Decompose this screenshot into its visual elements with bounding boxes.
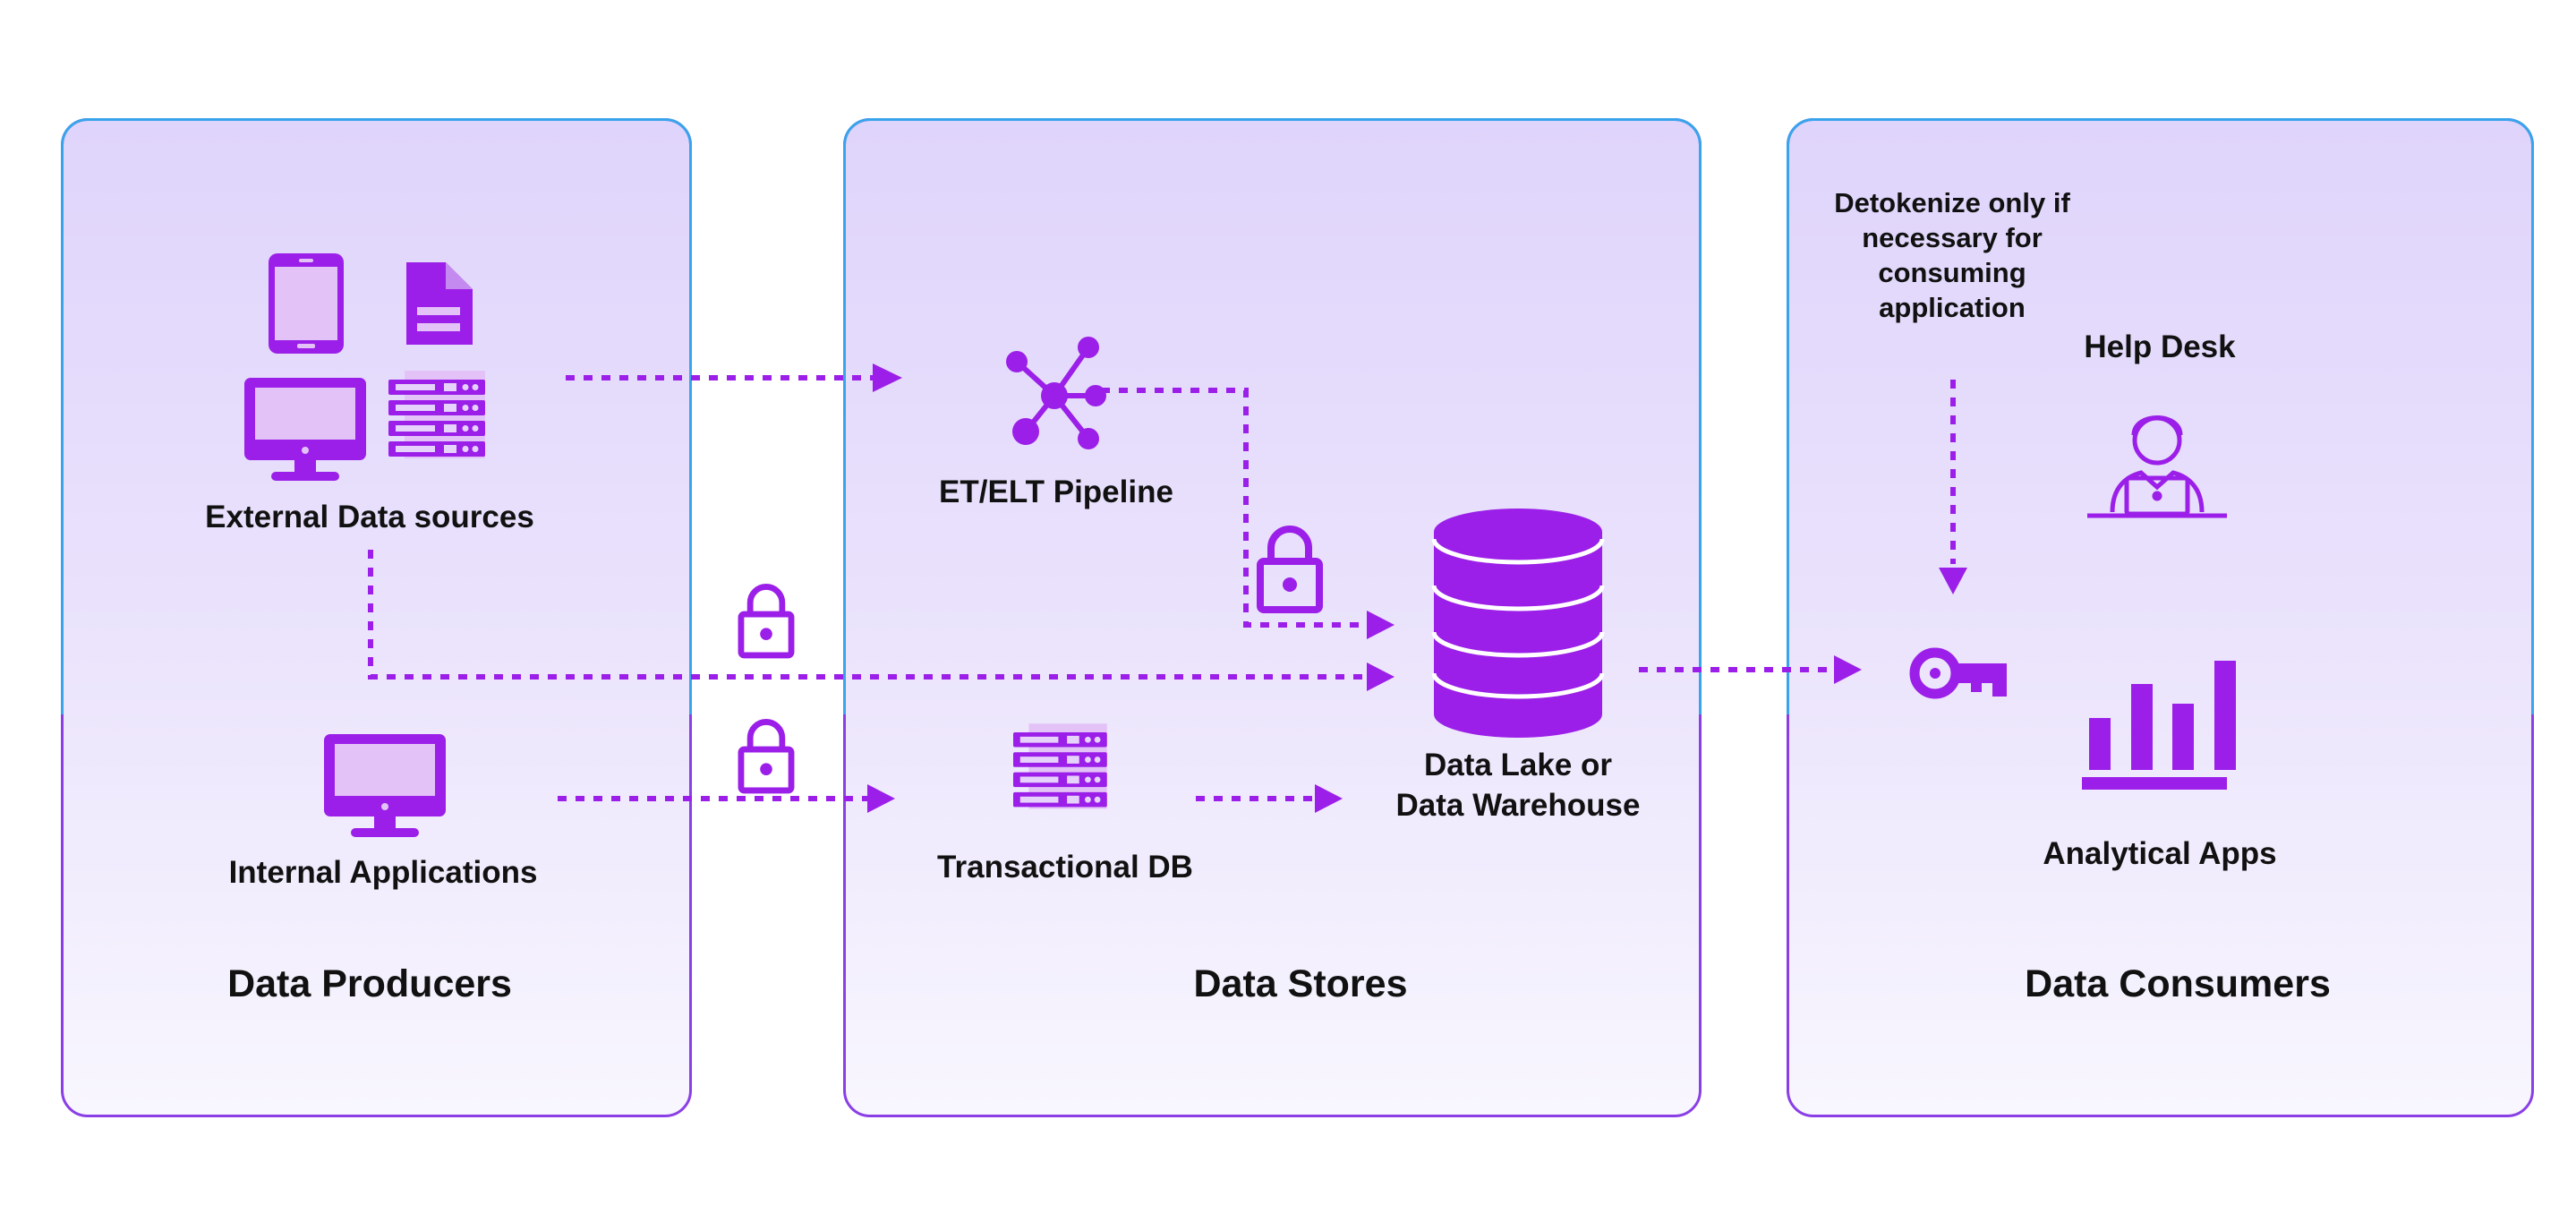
arrowhead — [1315, 784, 1343, 813]
database-icon — [1431, 509, 1605, 738]
person-laptop-icon — [2087, 415, 2227, 518]
arrowhead — [1939, 568, 1967, 594]
monitor-icon — [324, 734, 446, 837]
data-lake-label-line2: Data Warehouse — [1395, 788, 1641, 823]
server-icon — [388, 371, 485, 458]
transactional-db-label: Transactional DB — [937, 850, 1193, 885]
detokenize-note: Detokenize only if necessary for consumi… — [1834, 187, 2070, 323]
lock-icon — [741, 722, 791, 791]
network-icon — [1006, 337, 1106, 449]
connector-pipeline-to-lake — [1101, 388, 1369, 628]
help-desk-label: Help Desk — [2084, 329, 2236, 364]
key-icon — [1909, 647, 2007, 699]
arrowhead — [867, 784, 895, 813]
data-consumers-title: Data Consumers — [2025, 962, 2331, 1005]
tablet-icon — [269, 253, 344, 354]
analytical-apps-label: Analytical Apps — [2043, 836, 2277, 871]
pipeline-label: ET/ELT Pipeline — [939, 474, 1173, 509]
monitor-icon — [244, 378, 366, 481]
data-producers-panel — [61, 118, 692, 1117]
data-consumers-panel — [1787, 118, 2534, 1117]
arrowhead — [1367, 663, 1395, 691]
arrowhead — [873, 363, 902, 392]
data-producers-title: Data Producers — [227, 962, 512, 1005]
connector-external-to-lake — [368, 550, 1369, 680]
lock-icon — [1260, 529, 1319, 610]
arrowhead — [1367, 611, 1395, 639]
internal-applications-label: Internal Applications — [228, 855, 538, 890]
lock-icon — [741, 586, 791, 655]
server-icon — [1013, 723, 1107, 809]
external-data-sources-label: External Data sources — [205, 500, 534, 534]
bar-chart-icon — [2082, 661, 2236, 790]
data-lake-label-line1: Data Lake or — [1423, 748, 1613, 782]
data-stores-title: Data Stores — [1193, 962, 1408, 1005]
arrowhead — [1834, 655, 1862, 684]
document-icon — [406, 262, 473, 345]
